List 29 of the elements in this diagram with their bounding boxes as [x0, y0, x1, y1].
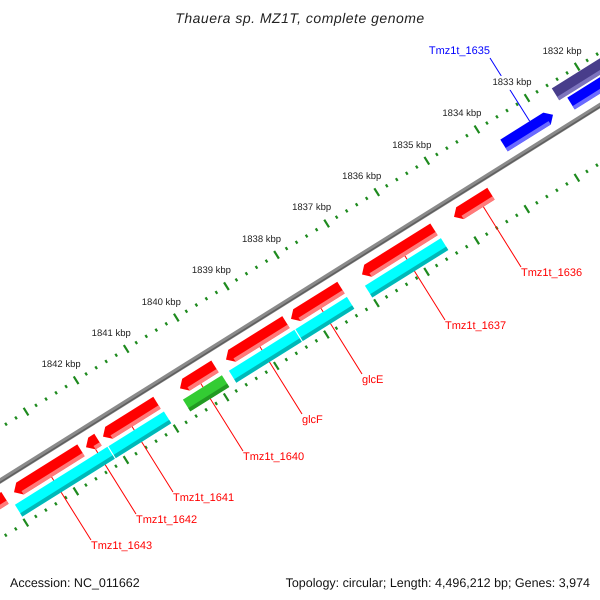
title: Thauera sp. MZ1T, complete genome — [175, 9, 425, 28]
gene-label: Tmz1t_1637 — [445, 320, 506, 333]
gene-label: Tmz1t_1643 — [91, 540, 152, 553]
gene-feature — [180, 360, 219, 391]
scale-label: 1840 kbp — [142, 295, 181, 310]
scale-label: 1832 kbp — [542, 44, 582, 59]
scale-label: 1838 kbp — [242, 232, 282, 247]
scale-label: 1835 kbp — [392, 138, 432, 153]
gene-feature — [567, 77, 600, 110]
gene-feature — [228, 330, 302, 383]
gene-feature — [364, 238, 448, 298]
genome-stats-note: Topology: circular; Length: 4,496,212 bp; Genes: 3,974 — [286, 575, 590, 592]
gene-label: glcE — [362, 374, 384, 387]
gene-label: Tmz1t_1642 — [136, 514, 198, 527]
gene-label: Tmz1t_1635 — [428, 45, 490, 58]
gene-feature — [454, 188, 495, 220]
gene-feature — [0, 492, 9, 510]
gene-label: Tmz1t_1640 — [243, 451, 304, 464]
gene-label: glcF — [302, 414, 323, 427]
scale-label: 1833 kbp — [492, 76, 532, 90]
gene-feature — [103, 396, 161, 439]
gene-label: Tmz1t_1641 — [173, 492, 234, 505]
gene-feature — [86, 434, 102, 450]
accession-note: Accession: NC_011662 — [10, 575, 140, 592]
gene-feature — [14, 444, 85, 494]
gene-label: Tmz1t_1636 — [521, 267, 582, 280]
gene-feature — [500, 112, 553, 152]
gene-feature — [295, 296, 354, 341]
leader-line — [482, 206, 522, 268]
